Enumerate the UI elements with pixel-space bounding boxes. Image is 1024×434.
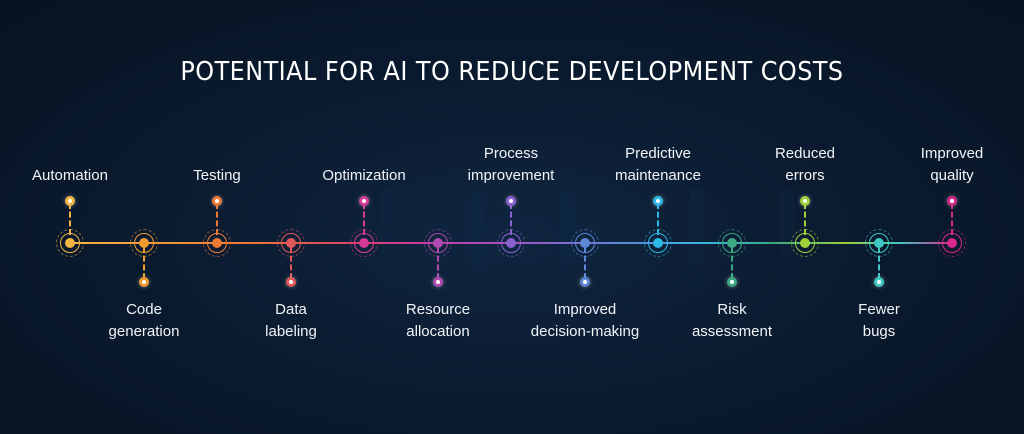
- label-line-1: Fewer: [858, 301, 900, 318]
- label-line-2: Testing: [193, 167, 241, 184]
- pin-icon: [139, 277, 149, 287]
- pin-icon: [874, 277, 884, 287]
- label-line-1: Code: [126, 301, 162, 318]
- connector-line: [804, 203, 806, 235]
- node-dot-icon: [580, 238, 590, 248]
- node-dot-icon: [286, 238, 296, 248]
- timeline-label: Testing: [137, 165, 297, 187]
- pin-icon: [800, 196, 810, 206]
- background-decoration: [470, 190, 484, 300]
- background-decoration: [560, 190, 574, 300]
- timeline-label: Reduced errors: [725, 143, 885, 187]
- label-line-2: errors: [785, 167, 825, 184]
- label-line-1: Predictive: [625, 145, 691, 162]
- label-line-2: improvement: [467, 167, 555, 184]
- connector-line: [584, 247, 586, 279]
- label-line-1: Improved: [920, 145, 984, 162]
- label-line-1: Reduced: [774, 145, 836, 162]
- connector-line: [731, 247, 733, 279]
- node-dot-icon: [800, 238, 810, 248]
- pin-icon: [212, 196, 222, 206]
- timeline-label: Process improvement: [431, 143, 591, 187]
- timeline-label: Fewer bugs: [799, 299, 959, 343]
- node-dot-icon: [727, 238, 737, 248]
- timeline-label: Optimization: [284, 165, 444, 187]
- timeline-label: Risk assessment: [652, 299, 812, 343]
- label-line-2: generation: [108, 323, 180, 340]
- connector-line: [290, 247, 292, 279]
- node-dot-icon: [212, 238, 222, 248]
- node-dot-icon: [947, 238, 957, 248]
- label-line-2: quality: [930, 167, 974, 184]
- node-dot-icon: [433, 238, 443, 248]
- pin-icon: [286, 277, 296, 287]
- connector-line: [143, 247, 145, 279]
- label-line-1: Resource: [405, 301, 471, 318]
- label-line-1: Process: [483, 145, 539, 162]
- node-dot-icon: [653, 238, 663, 248]
- label-line-1: Data: [275, 301, 307, 318]
- background-decoration: [690, 190, 704, 300]
- label-line-2: Automation: [32, 167, 108, 184]
- label-line-2: decision-making: [530, 323, 640, 340]
- node-dot-icon: [506, 238, 516, 248]
- pin-icon: [359, 196, 369, 206]
- connector-line: [437, 247, 439, 279]
- node-dot-icon: [139, 238, 149, 248]
- label-line-2: assessment: [691, 323, 773, 340]
- pin-icon: [506, 196, 516, 206]
- label-line-2: bugs: [862, 323, 896, 340]
- label-line-2: Optimization: [322, 167, 406, 184]
- pin-icon: [65, 196, 75, 206]
- pin-icon: [727, 277, 737, 287]
- timeline-label: Improved decision-making: [505, 299, 665, 343]
- timeline-label: Predictive maintenance: [578, 143, 738, 187]
- pin-icon: [653, 196, 663, 206]
- connector-line: [510, 203, 512, 235]
- timeline-label: Improved quality: [872, 143, 1024, 187]
- connector-line: [951, 203, 953, 235]
- label-line-1: Risk: [717, 301, 747, 318]
- label-line-2: labeling: [265, 323, 317, 340]
- timeline-label: Data labeling: [211, 299, 371, 343]
- connector-line: [69, 203, 71, 235]
- connector-line: [657, 203, 659, 235]
- page-title: POTENTIAL FOR AI TO REDUCE DEVELOPMENT C…: [180, 57, 844, 88]
- pin-icon: [580, 277, 590, 287]
- timeline-label: Resource allocation: [358, 299, 518, 343]
- label-line-1: Improved: [553, 301, 617, 318]
- connector-line: [878, 247, 880, 279]
- connector-line: [216, 203, 218, 235]
- node-dot-icon: [359, 238, 369, 248]
- node-dot-icon: [65, 238, 75, 248]
- label-line-2: allocation: [406, 323, 470, 340]
- connector-line: [363, 203, 365, 235]
- pin-icon: [433, 277, 443, 287]
- timeline-label: Automation: [0, 165, 150, 187]
- pin-icon: [947, 196, 957, 206]
- timeline-label: Code generation: [64, 299, 224, 343]
- background-decoration: [380, 190, 394, 300]
- label-line-2: maintenance: [615, 167, 701, 184]
- background-decoration: [780, 190, 794, 300]
- node-dot-icon: [874, 238, 884, 248]
